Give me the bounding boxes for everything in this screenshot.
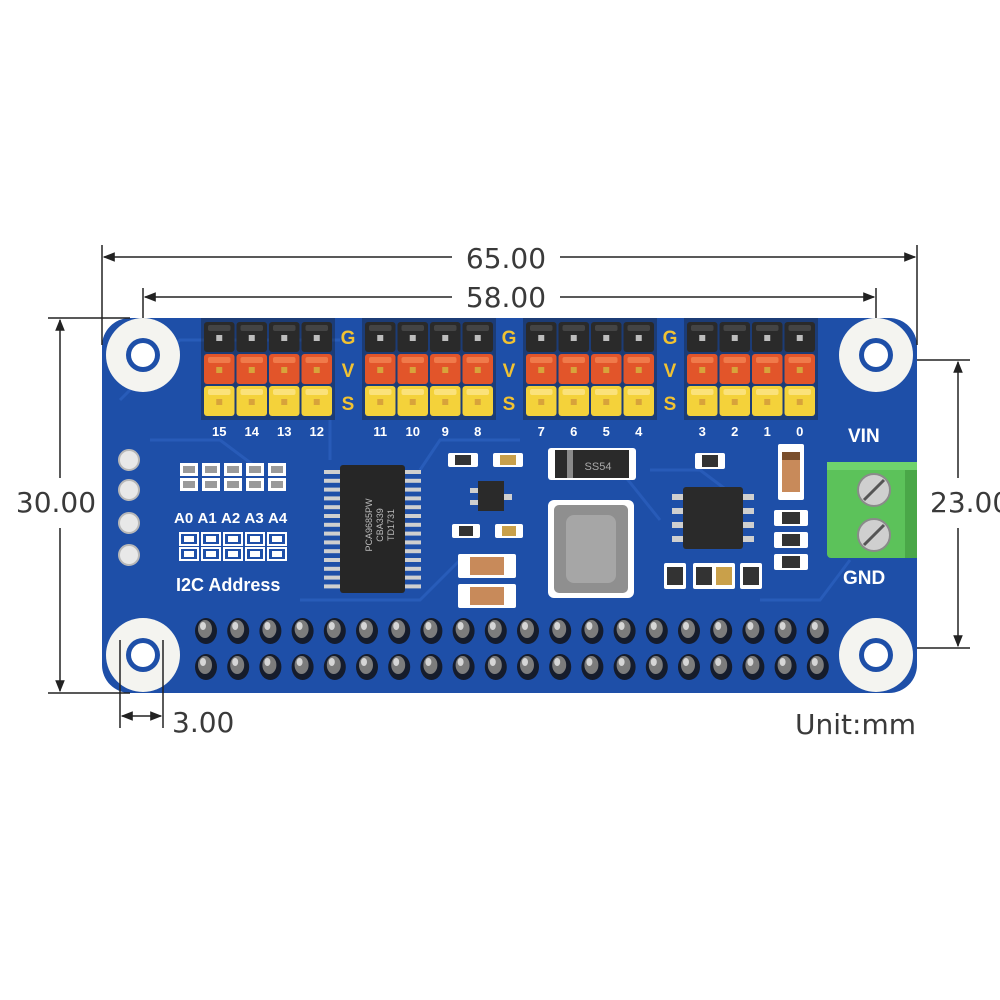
jumper-pad — [245, 547, 265, 561]
channel-label-10: 10 — [406, 424, 420, 439]
dimension-labels: 65.00 58.00 30.00 23.00 3.00 Unit:mm — [16, 242, 1000, 741]
vin-label: VIN — [848, 426, 880, 447]
channel-label-2: 2 — [731, 424, 738, 439]
row-label-v: V — [664, 361, 677, 382]
jumper-pad — [223, 547, 243, 561]
unit-label: Unit:mm — [795, 708, 916, 741]
i2c-address-label: I2C Address — [176, 575, 280, 595]
channel-label-11: 11 — [373, 424, 387, 439]
row-label-g: G — [663, 328, 678, 349]
dimension-lines — [48, 245, 970, 728]
channel-label-6: 6 — [570, 424, 577, 439]
address-label-a1: A1 — [198, 510, 217, 527]
channel-label-7: 7 — [538, 424, 545, 439]
address-label-a0: A0 — [174, 510, 193, 527]
channel-label-15: 15 — [212, 424, 226, 439]
row-label-v: V — [503, 361, 516, 382]
channel-label-8: 8 — [474, 424, 481, 439]
mounting-hole-bottom-left — [106, 618, 180, 692]
screw-terminal — [827, 462, 917, 558]
mounting-hole-top-right — [839, 318, 913, 392]
side-pads — [118, 449, 140, 566]
smd-components: SS54 — [448, 444, 808, 608]
jumper-pad — [267, 547, 287, 561]
jumper-pad — [245, 532, 265, 546]
jumper-pad — [201, 532, 221, 546]
jumper-pad — [179, 547, 199, 561]
dim-width-holes: 58.00 — [466, 281, 546, 314]
diode-marking: SS54 — [585, 461, 612, 473]
channel-label-5: 5 — [603, 424, 610, 439]
dim-width-total: 65.00 — [466, 242, 546, 275]
jumper-pad — [267, 532, 287, 546]
jumper-pad — [223, 532, 243, 546]
channel-label-1: 1 — [764, 424, 771, 439]
row-label-g: G — [341, 328, 356, 349]
channel-label-3: 3 — [699, 424, 706, 439]
chip-marking-3: TD1731 — [386, 509, 396, 541]
gpio-header — [195, 618, 829, 680]
servo-group-3: 3 2 1 0 — [684, 318, 818, 439]
servo-group-2: 7 6 5 4 — [523, 318, 657, 439]
row-label-s: S — [342, 394, 355, 415]
channel-label-14: 14 — [245, 424, 260, 439]
channel-label-12: 12 — [310, 424, 324, 439]
channel-label-9: 9 — [442, 424, 449, 439]
dim-height-holes: 23.00 — [930, 486, 1000, 519]
mounting-holes — [106, 318, 913, 692]
dim-height-total: 30.00 — [16, 486, 96, 519]
servo-group-0: 15 14 13 12 — [201, 318, 335, 439]
jumper-pad — [179, 532, 199, 546]
mounting-hole-bottom-right — [839, 618, 913, 692]
gnd-label: GND — [843, 568, 885, 589]
address-label-a2: A2 — [221, 510, 240, 527]
address-label-a3: A3 — [245, 510, 264, 527]
channel-label-0: 0 — [796, 424, 803, 439]
jumper-pad — [201, 547, 221, 561]
row-label-g: G — [502, 328, 517, 349]
servo-group-1: 11 10 9 8 — [362, 318, 496, 439]
chip-marking-1: PCA9685PW — [364, 498, 374, 552]
channel-label-13: 13 — [277, 424, 291, 439]
pwm-controller-chip: PCA9685PW CBA339 TD1731 — [324, 465, 421, 593]
address-jumpers — [179, 463, 287, 561]
row-label-v: V — [342, 361, 355, 382]
row-label-s: S — [503, 394, 516, 415]
channel-label-4: 4 — [635, 424, 643, 439]
address-label-a4: A4 — [268, 510, 288, 527]
row-label-s: S — [664, 394, 677, 415]
dim-hole-offset: 3.00 — [172, 706, 234, 739]
chip-marking-2: CBA339 — [375, 508, 385, 542]
mounting-hole-top-left — [106, 318, 180, 392]
